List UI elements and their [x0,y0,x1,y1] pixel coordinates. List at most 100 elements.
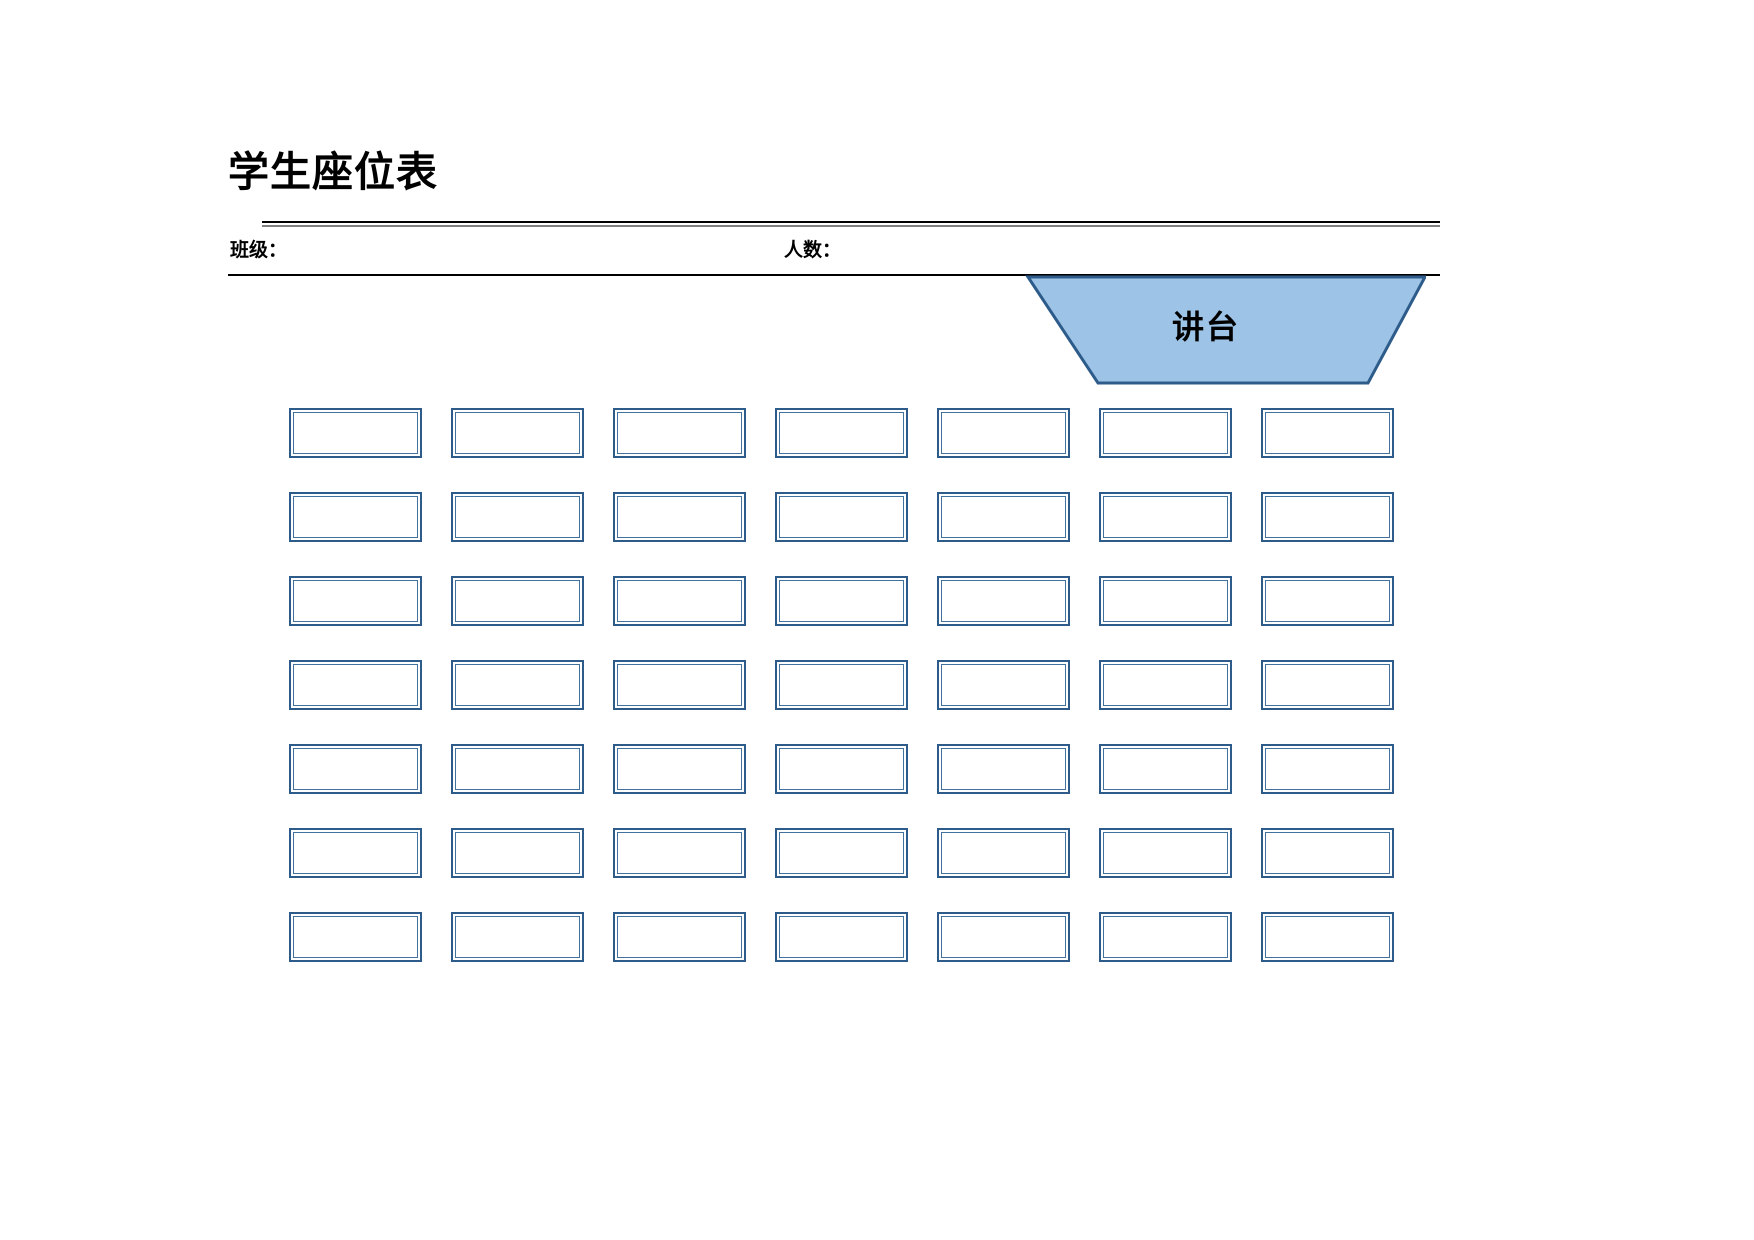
seat-cell[interactable] [1099,660,1232,710]
seat-cell[interactable] [289,576,422,626]
seat-name-text[interactable] [1103,916,1228,958]
seat-cell[interactable] [451,492,584,542]
seat-name-text[interactable] [1265,412,1390,454]
seat-cell[interactable] [937,744,1070,794]
seat-cell[interactable] [451,744,584,794]
seat-name-text[interactable] [455,412,580,454]
seat-cell[interactable] [613,660,746,710]
seat-name-text[interactable] [941,412,1066,454]
seat-name-text[interactable] [455,916,580,958]
seat-name-text[interactable] [1265,580,1390,622]
seat-cell[interactable] [613,408,746,458]
seat-name-text[interactable] [1265,496,1390,538]
seat-name-text[interactable] [779,496,904,538]
seat-name-text[interactable] [779,832,904,874]
count-field[interactable]: 人数： [784,235,841,262]
seat-name-text[interactable] [1103,412,1228,454]
seat-name-text[interactable] [1265,832,1390,874]
seat-cell[interactable] [1261,828,1394,878]
seat-cell[interactable] [775,660,908,710]
seat-name-text[interactable] [779,916,904,958]
seat-name-text[interactable] [1103,496,1228,538]
seat-cell[interactable] [289,492,422,542]
seat-cell[interactable] [451,576,584,626]
seat-name-text[interactable] [1265,664,1390,706]
seat-cell[interactable] [775,744,908,794]
seat-cell[interactable] [451,660,584,710]
seat-name-text[interactable] [455,496,580,538]
seat-cell[interactable] [1099,408,1232,458]
seat-cell[interactable] [937,828,1070,878]
seat-cell[interactable] [613,828,746,878]
seat-name-text[interactable] [1103,832,1228,874]
seat-name-text[interactable] [1103,664,1228,706]
seat-cell[interactable] [937,576,1070,626]
seat-cell[interactable] [1261,660,1394,710]
seat-cell[interactable] [1261,912,1394,962]
seat-name-text[interactable] [617,916,742,958]
seat-name-text[interactable] [617,832,742,874]
seat-cell[interactable] [1099,576,1232,626]
seat-cell[interactable] [1261,408,1394,458]
seat-name-text[interactable] [617,664,742,706]
seat-name-text[interactable] [941,916,1066,958]
seat-cell[interactable] [613,912,746,962]
seat-cell[interactable] [775,576,908,626]
seat-cell[interactable] [775,492,908,542]
seat-name-text[interactable] [1265,916,1390,958]
seat-name-text[interactable] [941,748,1066,790]
seat-cell[interactable] [613,576,746,626]
seat-name-text[interactable] [779,580,904,622]
seat-name-text[interactable] [293,916,418,958]
seat-name-text[interactable] [617,412,742,454]
seat-name-text[interactable] [455,664,580,706]
seat-name-text[interactable] [455,580,580,622]
seat-cell[interactable] [1261,744,1394,794]
seat-name-text[interactable] [941,832,1066,874]
seat-name-text[interactable] [293,748,418,790]
seat-name-text[interactable] [617,580,742,622]
seat-cell[interactable] [1099,912,1232,962]
seat-cell[interactable] [775,828,908,878]
seat-cell[interactable] [451,912,584,962]
seat-cell[interactable] [937,408,1070,458]
seat-cell[interactable] [1099,492,1232,542]
seat-cell[interactable] [613,744,746,794]
seat-name-text[interactable] [293,664,418,706]
seat-name-text[interactable] [617,496,742,538]
seat-name-text[interactable] [941,580,1066,622]
seat-name-text[interactable] [941,664,1066,706]
seat-name-text[interactable] [1103,748,1228,790]
seat-name-text[interactable] [779,412,904,454]
seat-cell[interactable] [289,408,422,458]
seat-cell[interactable] [937,660,1070,710]
seat-name-text[interactable] [779,664,904,706]
seat-cell[interactable] [1261,576,1394,626]
seat-cell[interactable] [289,744,422,794]
seat-cell[interactable] [937,912,1070,962]
seat-cell[interactable] [289,912,422,962]
seat-name-text[interactable] [941,496,1066,538]
class-field[interactable]: 班级： [230,235,287,262]
seat-cell[interactable] [1099,744,1232,794]
seat-name-text[interactable] [455,748,580,790]
seat-cell[interactable] [289,828,422,878]
seat-name-text[interactable] [779,748,904,790]
seat-name-text[interactable] [293,580,418,622]
seat-cell[interactable] [1099,828,1232,878]
seat-name-text[interactable] [455,832,580,874]
seat-cell[interactable] [451,828,584,878]
seat-name-text[interactable] [617,748,742,790]
seat-cell[interactable] [937,492,1070,542]
seat-name-text[interactable] [293,412,418,454]
seat-cell[interactable] [451,408,584,458]
seat-name-text[interactable] [293,496,418,538]
seat-cell[interactable] [775,408,908,458]
seat-name-text[interactable] [1265,748,1390,790]
seat-cell[interactable] [613,492,746,542]
seat-name-text[interactable] [293,832,418,874]
seat-cell[interactable] [289,660,422,710]
seat-cell[interactable] [775,912,908,962]
seat-name-text[interactable] [1103,580,1228,622]
seat-cell[interactable] [1261,492,1394,542]
